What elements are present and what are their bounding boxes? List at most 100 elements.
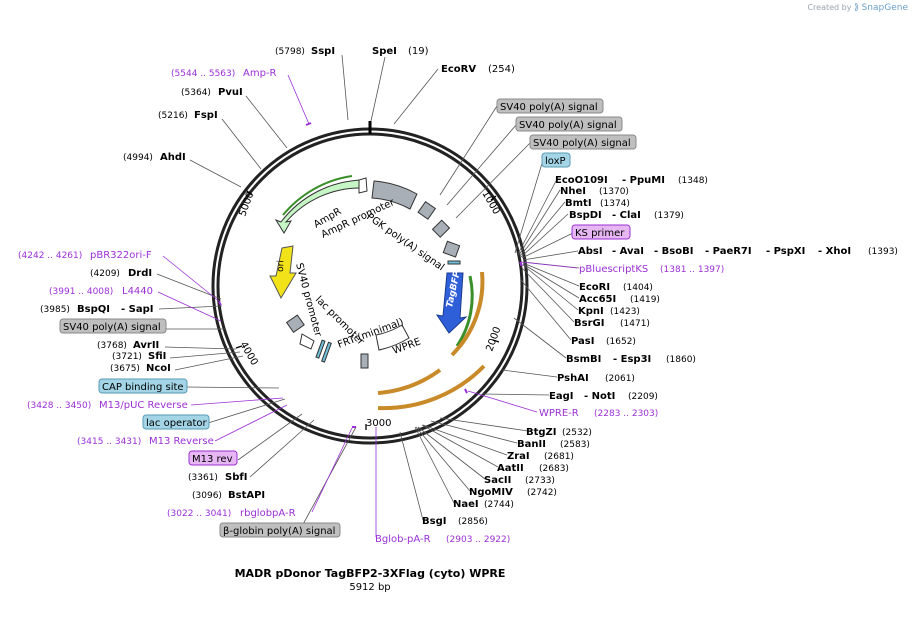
map-label: BsgI — [422, 516, 446, 527]
map-label: SfiI — [148, 351, 166, 362]
map-label: (1423) — [610, 307, 640, 317]
map-label: AbsI — [578, 246, 603, 257]
map-label: (2733) — [525, 476, 555, 486]
map-label: - PpuMI — [622, 175, 665, 186]
map-label: SacII — [484, 475, 511, 486]
map-label: - AvaI — [612, 246, 644, 257]
map-label: (3022 .. 3041) — [167, 509, 231, 519]
map-label: (1471) — [620, 319, 650, 329]
cap-site-mark — [315, 339, 326, 359]
map-label: (5364) — [181, 88, 211, 98]
sv40-polya-box-label-3 — [529, 134, 637, 150]
map-label: (2283 .. 2303) — [594, 409, 658, 419]
globin-polya-small — [360, 353, 369, 369]
map-label: BsmBI — [566, 354, 601, 365]
map-label: L4440 — [122, 286, 153, 297]
map-label: M13/pUC Reverse — [99, 400, 188, 411]
sv40-polya-box-label-left — [59, 318, 167, 334]
tagbfp-arrow — [435, 272, 468, 334]
plasmid-size: 5912 bp — [349, 582, 390, 593]
map-label: (1370) — [599, 187, 629, 197]
loxp-box-label — [541, 152, 571, 168]
ks-primer-box-label — [571, 224, 631, 240]
cap-box-label — [98, 378, 188, 394]
feature-track: TagBFP ori WPRE — [269, 175, 486, 411]
map-label: (1374) — [600, 199, 630, 209]
map-label: SV40 poly(A) signal — [519, 120, 617, 131]
map-label: - NotI — [584, 391, 615, 402]
lac-promoter-shape — [299, 333, 315, 350]
map-label: EagI — [549, 391, 573, 402]
map-label: BmtI — [565, 198, 592, 209]
green-arrow-left — [282, 175, 353, 216]
map-label: (2903 .. 2922) — [446, 535, 510, 545]
map-label: (1652) — [606, 337, 636, 347]
map-label: BspDI — [569, 210, 602, 221]
map-label: BspQI — [77, 304, 110, 315]
primer-lines-right — [375, 261, 578, 537]
map-label: (2681) — [544, 452, 574, 462]
map-label: (3991 .. 4008) — [49, 287, 113, 297]
map-label: NheI — [560, 186, 586, 197]
map-label: (3361) — [188, 473, 218, 483]
map-label: - BsoBI — [654, 246, 693, 257]
map-label: DrdI — [128, 268, 152, 279]
pgk-polya-label: PGK poly(A) signal — [364, 211, 446, 273]
loxp-mark — [447, 260, 461, 265]
map-label: (2744) — [484, 500, 514, 510]
map-label: loxP — [545, 156, 566, 167]
map-label: (5544 .. 5563) — [171, 69, 235, 79]
map-label: M13 Reverse — [149, 436, 214, 447]
leader-lines-left — [156, 54, 357, 529]
sv40-polya-box-label-1 — [496, 98, 604, 114]
map-label: (3428 .. 3450) — [27, 401, 91, 411]
map-label: (4209) — [90, 269, 120, 279]
map-label: (254) — [488, 64, 515, 75]
sv40-polya-box-1 — [417, 200, 437, 220]
ruler-label-3000: 3000 — [366, 418, 391, 429]
right-labels: SpeI (19) EcoRV (254) SV40 poly(A) signa… — [372, 46, 898, 545]
map-label: M13 rev — [192, 454, 233, 465]
map-label: (3721) — [112, 352, 142, 362]
map-label: (2532) — [562, 428, 592, 438]
ruler — [235, 190, 500, 430]
map-label: - XhoI — [818, 246, 851, 257]
map-label: PshAI — [557, 373, 589, 384]
map-label: rbglobpA-R — [240, 508, 296, 519]
map-label: FspI — [194, 110, 218, 121]
map-label: - PspXI — [766, 246, 805, 257]
m13rev-box-label — [188, 450, 238, 466]
map-label: NaeI — [453, 499, 479, 510]
map-label: EcoRV — [441, 64, 476, 75]
map-label: BstAPI — [228, 490, 265, 501]
sv40-polya-box-2 — [431, 219, 451, 238]
globin-polya-box-label — [219, 522, 341, 538]
ruler-label-5000: 5000 — [237, 190, 256, 218]
map-label: (1381 .. 1397) — [660, 265, 724, 275]
map-label: BanII — [517, 439, 546, 450]
map-label: CAP binding site — [102, 382, 184, 393]
map-label: (1860) — [666, 355, 696, 365]
ori-arrow — [269, 245, 297, 300]
map-label: Bglob-pA-R — [375, 534, 431, 545]
map-label: (3768) — [97, 341, 127, 351]
orange-arrow-2 — [377, 368, 442, 395]
map-label: AhdI — [160, 152, 186, 163]
map-label: (19) — [408, 46, 429, 57]
map-label: - ClaI — [612, 210, 641, 221]
sv40-polya-small-left — [285, 314, 305, 334]
map-label: (4994) — [123, 153, 153, 163]
ruler-label-2000: 2000 — [484, 325, 503, 353]
green-arrow-right — [455, 275, 474, 347]
backbone-inner — [216, 132, 524, 440]
snapgene-logo-icon: ⟫ — [854, 3, 860, 13]
map-label: lac operator — [146, 418, 207, 429]
map-label: (5216) — [158, 111, 188, 121]
map-label: (2583) — [560, 440, 590, 450]
map-label: EcoRI — [579, 282, 610, 293]
lac-operator-box-label — [142, 414, 210, 430]
wpre-shape — [375, 324, 410, 351]
map-label: (3096) — [192, 491, 222, 501]
map-label: (1404) — [623, 283, 653, 293]
sv40-polya-box-label-2 — [515, 116, 623, 132]
